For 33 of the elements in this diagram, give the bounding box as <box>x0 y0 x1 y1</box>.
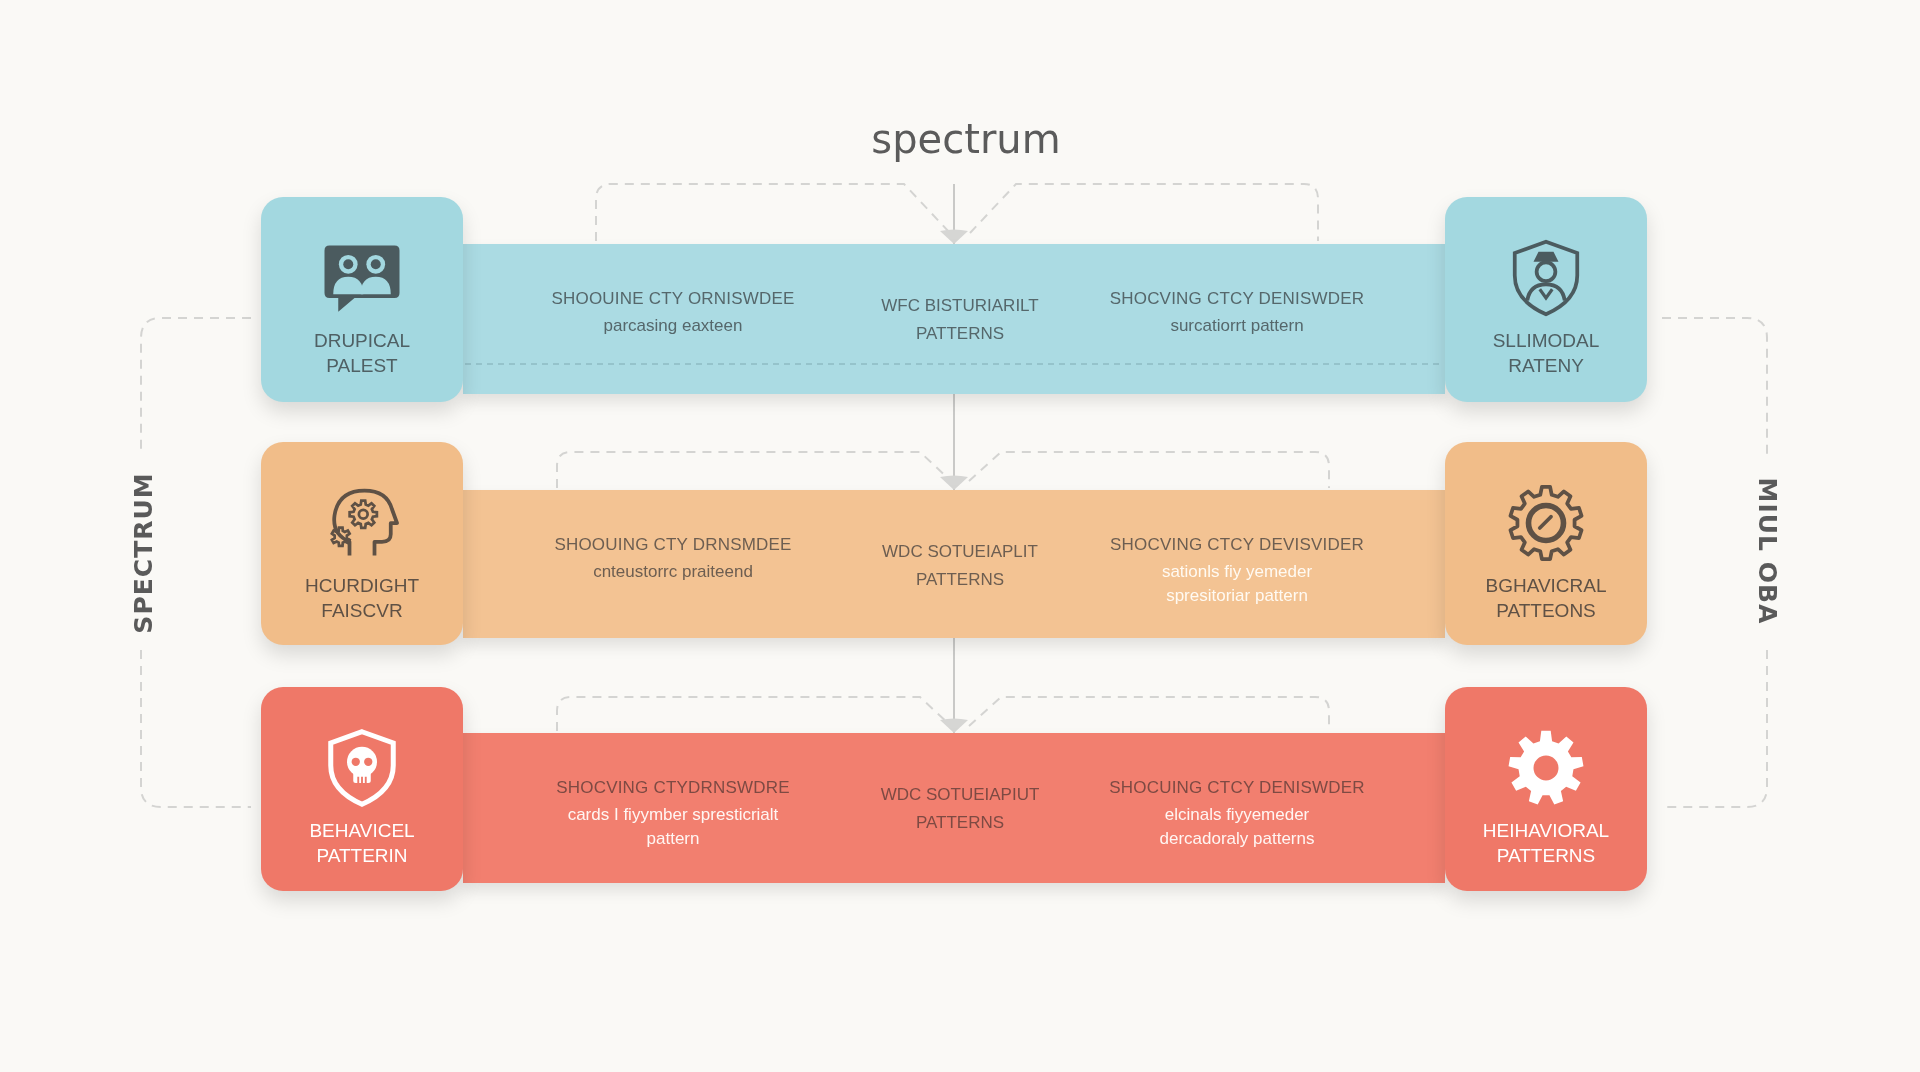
tile-label: HCURDIGHT FAISCVR <box>304 574 420 623</box>
tile-label: BEHAVICEL PATTERIN <box>308 819 416 868</box>
column-text: cnteustorrc praiteend <box>593 561 753 583</box>
tile-label: BGHAVICRAL PATTEONS <box>1484 574 1608 623</box>
tile-label: HEIHAVIORAL PATTERNS <box>1481 819 1611 868</box>
tile-label: SLLIMODAL RATENY <box>1491 329 1601 378</box>
column-heading: SHOOUING CTY DRNSMDEE <box>554 534 792 556</box>
column-heading: WDC SOTUEIAPLIT PATTERNS <box>881 541 1039 591</box>
category-tile <box>1445 687 1647 891</box>
column-heading: SHOOUINE CTY ORNISWDEE <box>551 288 795 310</box>
category-tile <box>261 442 463 645</box>
column-text: parcasing eaxteen <box>603 315 743 337</box>
category-tile <box>261 197 463 402</box>
column-heading: SHOCVING CTYDRNSWDRE <box>556 777 790 799</box>
column-heading: WDC SOTUEIAPIUT PATTERNS <box>879 784 1041 834</box>
column-text: elcinals fiyyemeder dercadoraly patterns <box>1158 804 1316 850</box>
category-tile <box>1445 442 1647 645</box>
tile-label: DRUPICAL PALEST <box>312 329 412 378</box>
category-tile <box>261 687 463 891</box>
column-text: cards I fiyymber spresticrialt pattern <box>566 804 780 850</box>
diagram-title: spectrum <box>871 116 1061 162</box>
column-heading: SHOCVING CTCY DENISWDER <box>1109 288 1365 310</box>
pattern-band <box>463 733 1445 883</box>
column-text: sationls fiy yemeder spresitoriar pattern <box>1160 561 1314 607</box>
side-label: MIUL OBA <box>1752 477 1782 625</box>
side-label: SPECTRUM <box>128 472 158 634</box>
column-heading: SHOCUING CTCY DENISWDER <box>1109 777 1365 799</box>
column-heading: WFC BISTURIARILT PATTERNS <box>880 295 1040 345</box>
pattern-band <box>463 244 1445 394</box>
category-tile <box>1445 197 1647 402</box>
pattern-band <box>463 490 1445 638</box>
column-heading: SHOCVING CTCY DEVISVIDER <box>1110 534 1364 556</box>
column-text: surcatiorrt pattern <box>1170 315 1304 337</box>
